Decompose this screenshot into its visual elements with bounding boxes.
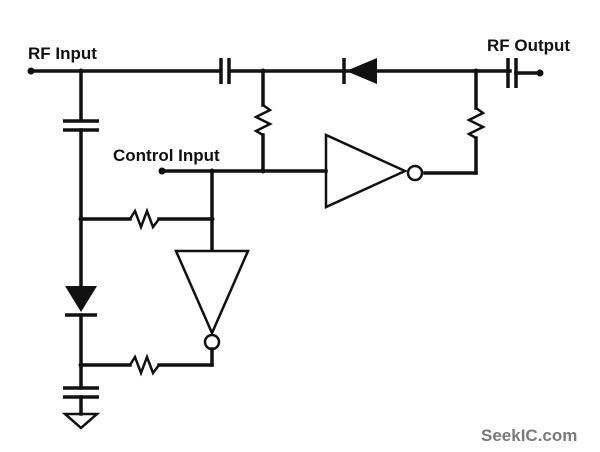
inverter-u1 <box>324 133 424 209</box>
resistor-r2 <box>423 69 486 175</box>
resistor-r1 <box>253 69 273 173</box>
resistor-r3 <box>79 207 214 231</box>
resistor-r4 <box>79 353 214 377</box>
capacitor-c4 <box>63 386 99 416</box>
capacitor-c3 <box>63 119 99 132</box>
capacitor-c2 <box>506 58 540 88</box>
junction-dot <box>260 168 266 174</box>
watermark: SeekIC.com <box>481 426 577 445</box>
control-input-label: Control Input <box>113 146 220 165</box>
rf-output-terminal <box>536 69 544 77</box>
diode-d2 <box>65 286 97 390</box>
capacitor-c1 <box>219 58 231 84</box>
rf-input-label: RF Input <box>28 44 97 63</box>
diode-d1 <box>342 58 377 84</box>
rf-output-label: RF Output <box>487 36 570 55</box>
inverter-u2 <box>174 249 250 367</box>
ground-icon <box>61 412 101 430</box>
